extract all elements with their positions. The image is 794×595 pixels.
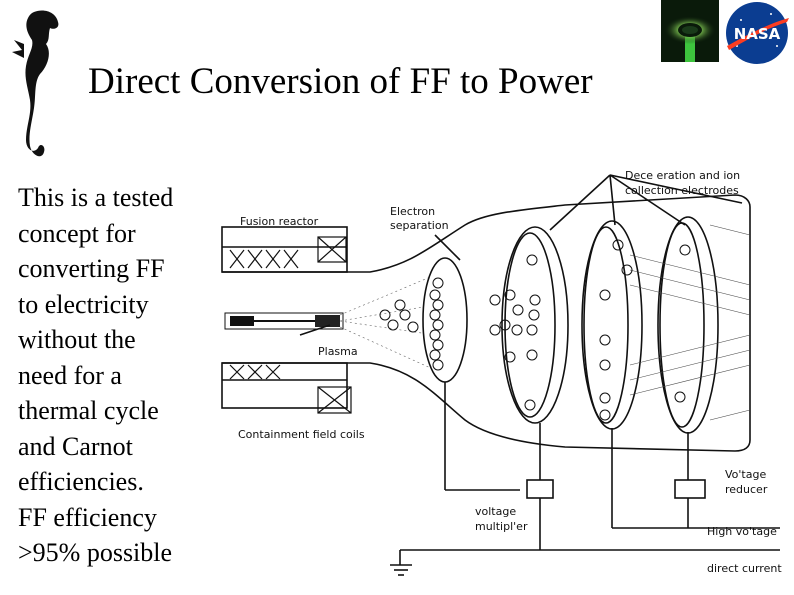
label-fusion-reactor: Fusion reactor [240, 215, 319, 228]
label-deceleration-1: Dece eration and ion [625, 169, 740, 182]
page-title: Direct Conversion of FF to Power [88, 61, 593, 102]
electron-separation-disc [422, 257, 468, 383]
nasa-logo-text: NASA [734, 25, 781, 43]
label-voltage-multiplier-1: voltage [475, 505, 516, 518]
galaxy-logo [661, 0, 719, 62]
vessel-outline [222, 194, 751, 452]
label-high-voltage: High vo'tage [707, 525, 777, 538]
label-containment: Containment field coils [238, 428, 365, 441]
label-direct-current: direct current [707, 562, 782, 575]
containment-coil-bottom [221, 362, 348, 409]
body-line: need for a [18, 360, 122, 390]
body-line: without the [18, 325, 136, 354]
direct-conversion-diagram: Fusion reactor Electron separation Dece … [221, 169, 782, 576]
body-line: converting FF [18, 254, 165, 283]
plasma-beam [224, 274, 436, 371]
body-line: concept for [18, 218, 136, 248]
label-voltage-reducer-1: Vo'tage [725, 468, 766, 481]
label-electron-separation-2: separation [390, 219, 449, 232]
body-line: >95% possible [18, 538, 173, 567]
label-electron-separation-1: Electron [390, 205, 435, 218]
body-line: thermal cycle [18, 396, 159, 425]
electrode-1 [501, 226, 569, 424]
containment-coil-top [221, 226, 348, 273]
body-line: efficiencies. [18, 467, 144, 496]
label-voltage-multiplier-2: multipl'er [475, 520, 528, 533]
label-deceleration-2: collection electrodes [625, 184, 739, 197]
label-voltage-reducer-2: reducer [725, 483, 768, 496]
body-line: FF efficiency [18, 502, 157, 532]
nasa-logo: NASA [726, 2, 789, 64]
seahorse-logo [12, 10, 59, 157]
body-text: This is a tested concept for converting … [18, 180, 223, 571]
body-line: This is a tested [18, 183, 174, 212]
label-plasma: Plasma [318, 345, 358, 358]
body-line: and Carnot [18, 431, 133, 461]
body-line: to electricity [18, 289, 149, 319]
